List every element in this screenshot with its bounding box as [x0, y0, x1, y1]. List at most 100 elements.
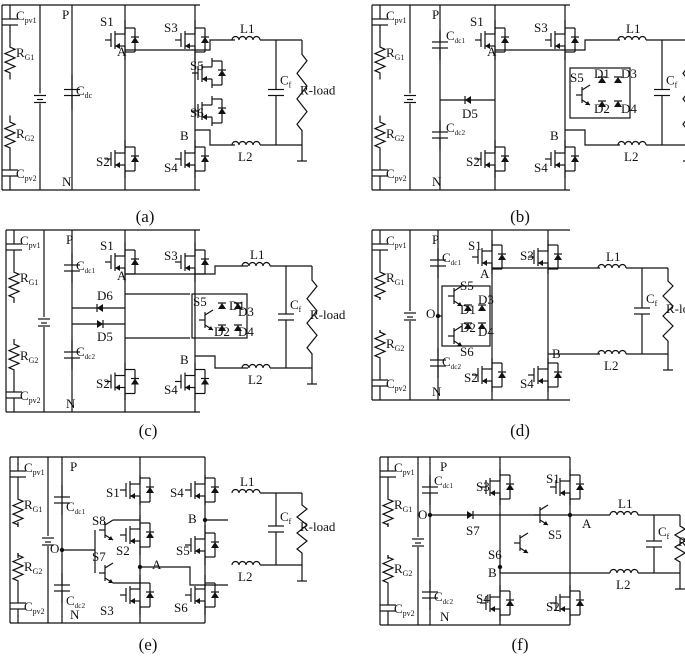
n-label: N: [70, 607, 80, 622]
cdc2-label: Cdc2: [442, 354, 461, 371]
s4-switch: [201, 156, 209, 162]
caption: (e): [139, 635, 158, 654]
rload-resistor: [296, 501, 308, 557]
wire: [453, 325, 463, 332]
l2-inductor: [241, 363, 271, 369]
wire: [499, 567, 610, 574]
p-label: P: [70, 459, 77, 474]
cdc1-label: Cdc1: [446, 28, 465, 45]
l1-label: L1: [250, 247, 264, 262]
l1-label: L1: [626, 21, 640, 36]
l1-inductor: [231, 488, 261, 494]
d4-label: D4: [621, 101, 637, 116]
rload-resistor: [673, 523, 685, 565]
p-label: P: [62, 7, 69, 22]
rg2-resistor: [7, 342, 21, 372]
s5-switch: [585, 101, 590, 105]
s4-label: S4: [534, 160, 548, 175]
s6-switch: [218, 108, 226, 114]
s5-bridge: [569, 67, 631, 119]
s5-label: S5: [176, 543, 190, 558]
s2-label: S2: [546, 599, 560, 614]
s4-switch: [185, 384, 190, 391]
s1-switch: [498, 254, 506, 260]
rg1-label: RG1: [394, 497, 412, 514]
s5-label: S5: [570, 70, 584, 85]
b-label: B: [488, 565, 497, 580]
s1-switch: [115, 265, 120, 271]
rg2-resistor: [3, 120, 17, 150]
d3-diode: [478, 305, 486, 311]
caption: (a): [136, 207, 155, 226]
s8-switch: [108, 536, 113, 540]
rload-label: R-load: [300, 519, 336, 534]
s1-switch: [130, 493, 135, 499]
caption: (f): [512, 635, 529, 654]
b-label: B: [188, 511, 197, 526]
l2-inductor: [231, 560, 261, 566]
n-label: N: [62, 174, 72, 189]
junction-dot: [137, 564, 143, 570]
l2-inductor: [597, 349, 627, 355]
rg2-label: RG2: [16, 126, 34, 143]
p-label: P: [432, 232, 439, 247]
rg1-resistor: [3, 45, 17, 75]
d3-diode: [234, 303, 242, 309]
s3-label: S3: [534, 20, 548, 35]
l2-label: L2: [616, 577, 630, 592]
cf-label: Cf: [290, 297, 302, 314]
cpv2-label: Cpv2: [20, 388, 41, 405]
wire: [539, 504, 549, 511]
d2-label: D2: [594, 101, 610, 116]
s1-switch: [501, 37, 509, 43]
s3-switch: [554, 254, 562, 260]
cf-label: Cf: [646, 291, 658, 308]
rg1-label: RG1: [24, 497, 42, 514]
b-label: B: [550, 128, 559, 143]
a-label: A: [117, 268, 127, 283]
l1-inductor: [231, 35, 261, 41]
d3-label: D3: [621, 66, 637, 81]
d4-diode: [234, 325, 242, 331]
wire: [125, 265, 248, 275]
l2-label: L2: [248, 372, 262, 387]
s1-switch: [115, 43, 120, 49]
s2-switch: [115, 384, 120, 391]
s7-diode: [467, 511, 473, 519]
cdc1-label: Cdc1: [66, 499, 85, 516]
s3-switch: [201, 259, 209, 265]
p-label: P: [440, 459, 447, 474]
a-label: A: [152, 557, 162, 572]
s1-switch: [131, 259, 139, 265]
rg2-label: RG2: [394, 561, 412, 578]
cdc2-label: Cdc2: [446, 120, 465, 137]
s6-label: S6: [190, 105, 204, 120]
rg1-label: RG1: [386, 270, 404, 287]
d1-label: D1: [229, 298, 245, 313]
rg2-label: RG2: [386, 126, 404, 143]
junction-dot: [497, 564, 503, 570]
rg2-label: RG2: [386, 336, 404, 353]
wire: [495, 39, 620, 51]
a-label: A: [480, 266, 490, 281]
s3-switch: [555, 43, 560, 49]
s4-label: S4: [476, 591, 490, 606]
rg1-label: RG1: [16, 45, 34, 62]
cpv1-label: Cpv1: [24, 460, 45, 477]
d1-diode: [218, 303, 226, 309]
s2-label: S2: [96, 376, 110, 391]
l1-inductor: [609, 510, 639, 516]
rload-label: R-load: [310, 307, 346, 322]
s1-label: S1: [100, 14, 114, 29]
l2-inductor: [617, 140, 647, 146]
s5-label: S5: [460, 278, 474, 293]
p-label: P: [432, 7, 439, 22]
s3-switch: [185, 265, 190, 271]
cpv2-label: Cpv2: [386, 376, 407, 393]
wire: [581, 84, 591, 91]
s5-label: S5: [193, 294, 207, 309]
cpv1-label: Cpv1: [394, 460, 415, 477]
junction-dot: [202, 517, 208, 523]
